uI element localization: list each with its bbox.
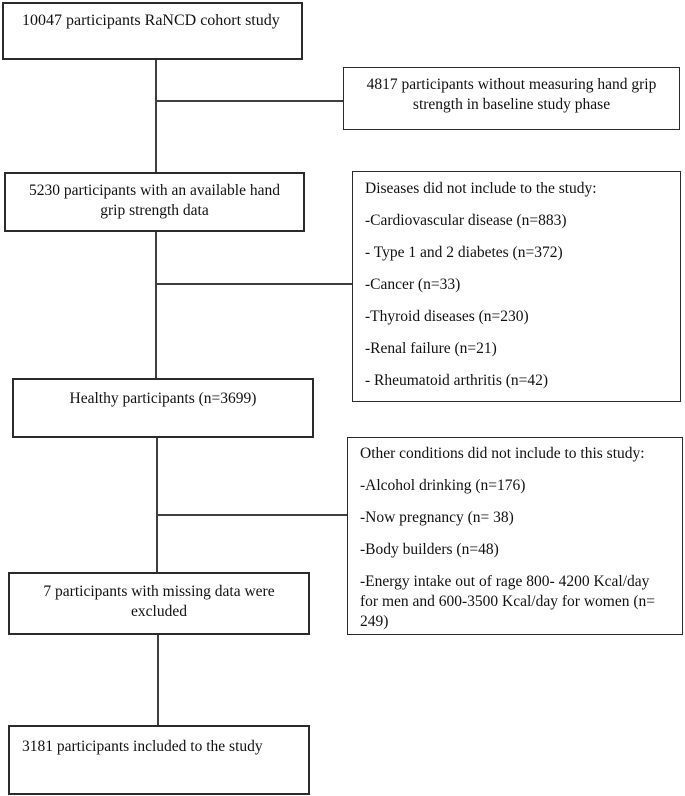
disease-item: -Thyroid diseases (n=230) xyxy=(365,308,529,325)
cohort-box-text: 10047 participants RaNCD cohort study xyxy=(22,12,280,29)
available-grip-data-box: 5230 participants with an available hand… xyxy=(4,172,305,232)
connector-vertical-available-to-healthy xyxy=(155,232,157,378)
other-condition-item: -Now pregnancy (n= 38) xyxy=(360,509,514,526)
connector-branch-to-no-grip-box xyxy=(155,100,343,102)
disease-item: - Rheumatoid arthritis (n=42) xyxy=(365,372,549,389)
healthy-participants-box: Healthy participants (n=3699) xyxy=(12,378,314,438)
no-grip-strength-box: 4817 participants without measuring hand… xyxy=(343,67,680,130)
cohort-box: 10047 participants RaNCD cohort study xyxy=(2,2,303,60)
connector-vertical-healthy-to-missing xyxy=(156,438,158,572)
available-grip-data-text: 5230 participants with an available hand… xyxy=(29,182,280,220)
connector-branch-to-other-conditions-box xyxy=(157,514,347,516)
excluded-diseases-title: Diseases did not include to the study: xyxy=(365,180,597,197)
connector-vertical-missing-to-included xyxy=(157,635,159,725)
connector-branch-to-diseases-box xyxy=(156,283,352,285)
disease-item: -Renal failure (n=21) xyxy=(365,340,497,357)
other-condition-item: -Alcohol drinking (n=176) xyxy=(360,477,526,494)
healthy-participants-text: Healthy participants (n=3699) xyxy=(69,390,257,407)
disease-item: -Cardiovascular disease (n=883) xyxy=(365,212,567,229)
no-grip-strength-text: 4817 participants without measuring hand… xyxy=(366,76,657,114)
other-condition-item: -Body builders (n=48) xyxy=(360,541,499,558)
excluded-diseases-box: Diseases did not include to the study: -… xyxy=(352,171,681,402)
included-participants-text: 3181 participants included to the study xyxy=(22,738,263,755)
missing-data-excluded-box: 7 participants with missing data were ex… xyxy=(8,572,310,635)
connector-vertical-cohort-to-available xyxy=(155,60,157,172)
other-conditions-box: Other conditions did not include to this… xyxy=(347,437,683,635)
other-conditions-title: Other conditions did not include to this… xyxy=(360,445,645,462)
disease-item: -Cancer (n=33) xyxy=(365,276,461,293)
other-condition-item: -Energy intake out of rage 800- 4200 Kca… xyxy=(360,573,655,630)
missing-data-excluded-text: 7 participants with missing data were ex… xyxy=(43,583,275,621)
disease-item: - Type 1 and 2 diabetes (n=372) xyxy=(365,244,563,261)
included-participants-box: 3181 participants included to the study xyxy=(8,725,310,795)
